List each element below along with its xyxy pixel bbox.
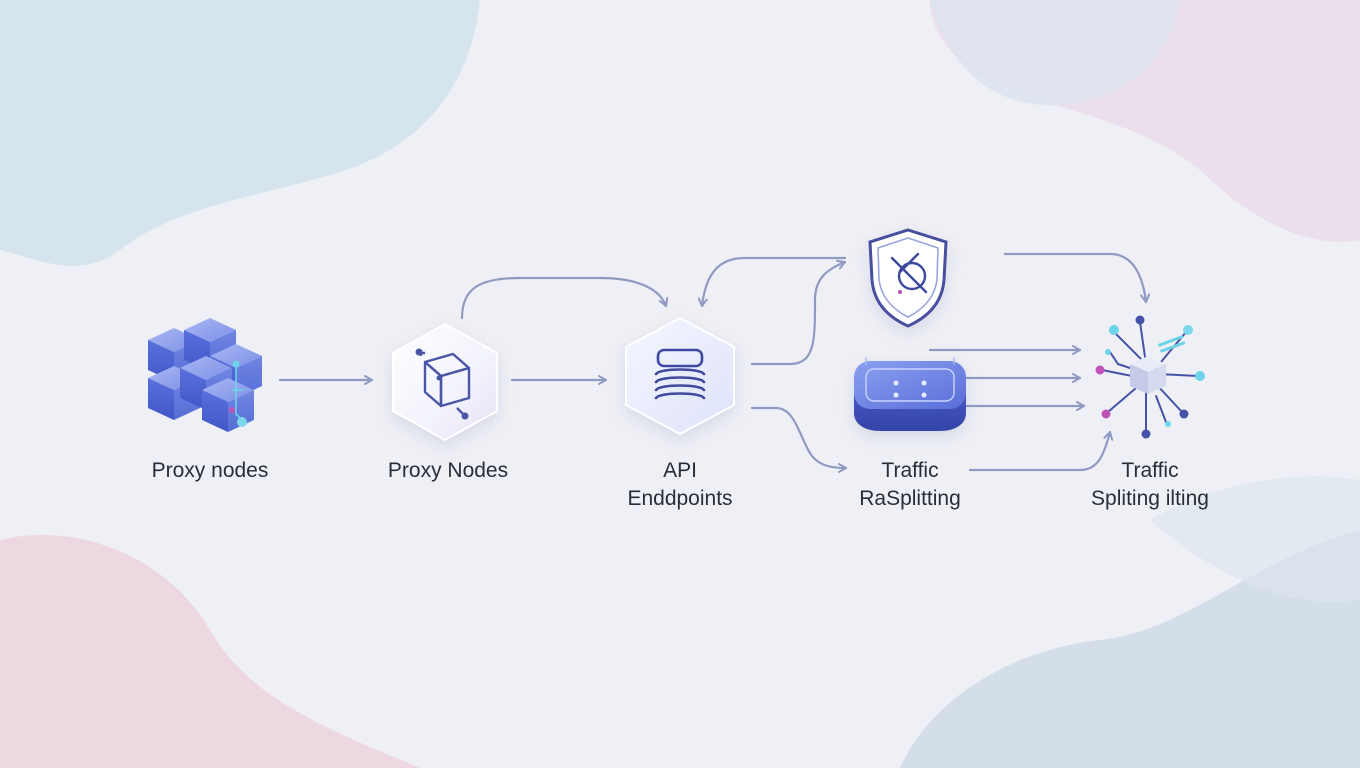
- shield-emblem: [890, 252, 928, 294]
- label-api-endpoints: API Enddpoints: [575, 457, 785, 513]
- chip-dots: [893, 380, 927, 398]
- label-line: Enddpoints: [627, 487, 733, 510]
- label-proxy-nodes-cluster: Proxy nodes: [105, 457, 315, 485]
- label-line: API: [663, 459, 697, 482]
- hub-cube: [1130, 356, 1166, 394]
- hexagon-database-icon: [625, 316, 735, 436]
- blob-bottom-left: [0, 534, 420, 768]
- arrow-api-to-traffic: [750, 406, 848, 473]
- blob-top-left: [0, 0, 480, 266]
- label-traffic-splitting: Traffic Spliting ilting: [1040, 457, 1260, 513]
- shield-icon: [868, 228, 948, 328]
- network-hub-icon: [1095, 315, 1205, 439]
- blob-bottom-right-light: [1150, 476, 1360, 602]
- cube-outline-icon: [417, 350, 471, 415]
- arrow-traffic-to-hub: [968, 430, 1114, 472]
- arrow-shield-to-api: [697, 256, 847, 308]
- hub-stripes: [1158, 335, 1186, 353]
- router-chip-icon: [854, 357, 966, 431]
- label-line: Traffic: [1121, 459, 1179, 482]
- label-line: RaSplitting: [859, 487, 961, 510]
- label-proxy-nodes: Proxy Nodes: [343, 457, 553, 485]
- label-line: Spliting ilting: [1091, 487, 1209, 510]
- blob-top-right-blue: [930, 0, 1180, 106]
- label-line: Proxy Nodes: [387, 459, 509, 482]
- blob-bottom-right: [900, 530, 1360, 768]
- label-traffic-rasplitting: Traffic RaSplitting: [810, 457, 1010, 513]
- cluster-circuit-lines: [232, 366, 244, 419]
- arrow-api-to-shield: [750, 259, 847, 366]
- arrow-shield-to-hub: [1003, 252, 1151, 304]
- label-line: Proxy nodes: [151, 459, 269, 482]
- arrow-loop-proxy-to-api: [460, 276, 669, 320]
- cube-cluster-icon: [148, 318, 262, 432]
- cube-front: [180, 356, 232, 410]
- label-line: Traffic: [881, 459, 939, 482]
- database-stack-icon: [654, 348, 706, 400]
- cube-bottom-right: [202, 378, 254, 432]
- hexagon-cube-icon: [392, 322, 498, 442]
